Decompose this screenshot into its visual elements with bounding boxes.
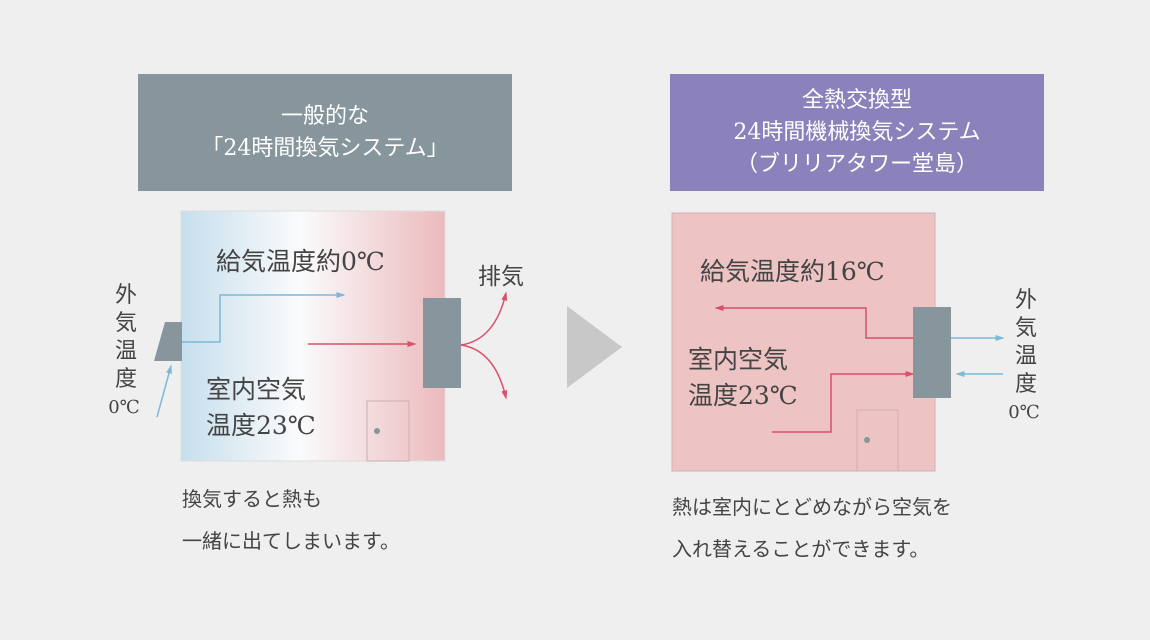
left-header-line: 一般的な (280, 103, 369, 129)
outdoor-char: 温 (114, 339, 137, 364)
door (856, 409, 899, 472)
outdoor-char: 外 (1014, 288, 1037, 313)
indoor-line: 温度23℃ (688, 381, 798, 410)
left-indoor-temp: 室内空気 温度23℃ (206, 372, 316, 444)
left-header: 一般的な 「24時間換気システム」 (138, 74, 512, 191)
right-indoor-temp: 室内空気 温度23℃ (688, 342, 798, 414)
right-header: 全熱交換型 24時間機械換気システム （ブリリアタワー堂島） (670, 74, 1044, 191)
outdoor-temp-value: 0℃ (108, 397, 140, 418)
exhaust-unit (423, 298, 461, 388)
outdoor-char: 温 (1014, 344, 1037, 369)
next-arrow (567, 306, 622, 388)
left-caption: 換気すると熱も 一緒に出てしまいます。 (182, 478, 400, 562)
caption-line: 熱は室内にとどめながら空気を (672, 495, 952, 519)
right-outdoor-temp: 外 気 温 度 0℃ (1008, 287, 1040, 427)
outdoor-char: 気 (114, 311, 137, 336)
supply-air-arrow (182, 292, 346, 343)
outdoor-char: 度 (114, 367, 137, 392)
heat-exchanger-unit (913, 307, 951, 398)
right-header-line: 全熱交換型 (801, 87, 912, 113)
indoor-line: 室内空気 (688, 345, 789, 374)
exhaust-arrow-down (460, 344, 508, 400)
left-header-line: 「24時間換気システム」 (201, 135, 449, 161)
left-room (154, 210, 508, 462)
caption-line: 入れ替えることができます。 (672, 537, 930, 561)
door-knob (864, 437, 870, 443)
exhaust-arrow-up (460, 291, 508, 346)
right-caption: 熱は室内にとどめながら空気を 入れ替えることができます。 (672, 486, 952, 570)
supply-air-arrow (714, 305, 913, 339)
outside-air-arrow (156, 364, 172, 418)
left-supply-temp: 給気温度約0℃ (216, 247, 385, 276)
outdoor-char: 度 (1014, 372, 1037, 397)
outdoor-char: 気 (1014, 316, 1037, 341)
right-room (671, 212, 1005, 472)
indoor-line: 室内空気 (206, 375, 307, 404)
right-supply-temp: 給気温度約16℃ (700, 257, 885, 286)
right-header-line: 24時間機械換気システム (733, 119, 981, 145)
left-outdoor-temp: 外 気 温 度 0℃ (108, 282, 140, 422)
outdoor-char: 外 (114, 283, 137, 308)
indoor-line: 温度23℃ (206, 411, 316, 440)
exhaust-label: 排気 (478, 264, 524, 290)
right-header-line: （ブリリアタワー堂島） (735, 151, 978, 177)
caption-line: 一緒に出てしまいます。 (182, 529, 400, 553)
door (366, 400, 410, 462)
caption-line: 換気すると熱も (182, 487, 322, 511)
outdoor-temp-value: 0℃ (1008, 402, 1040, 423)
door-knob (374, 428, 380, 434)
return-air-arrow (772, 371, 915, 433)
intake-vent (154, 322, 182, 361)
